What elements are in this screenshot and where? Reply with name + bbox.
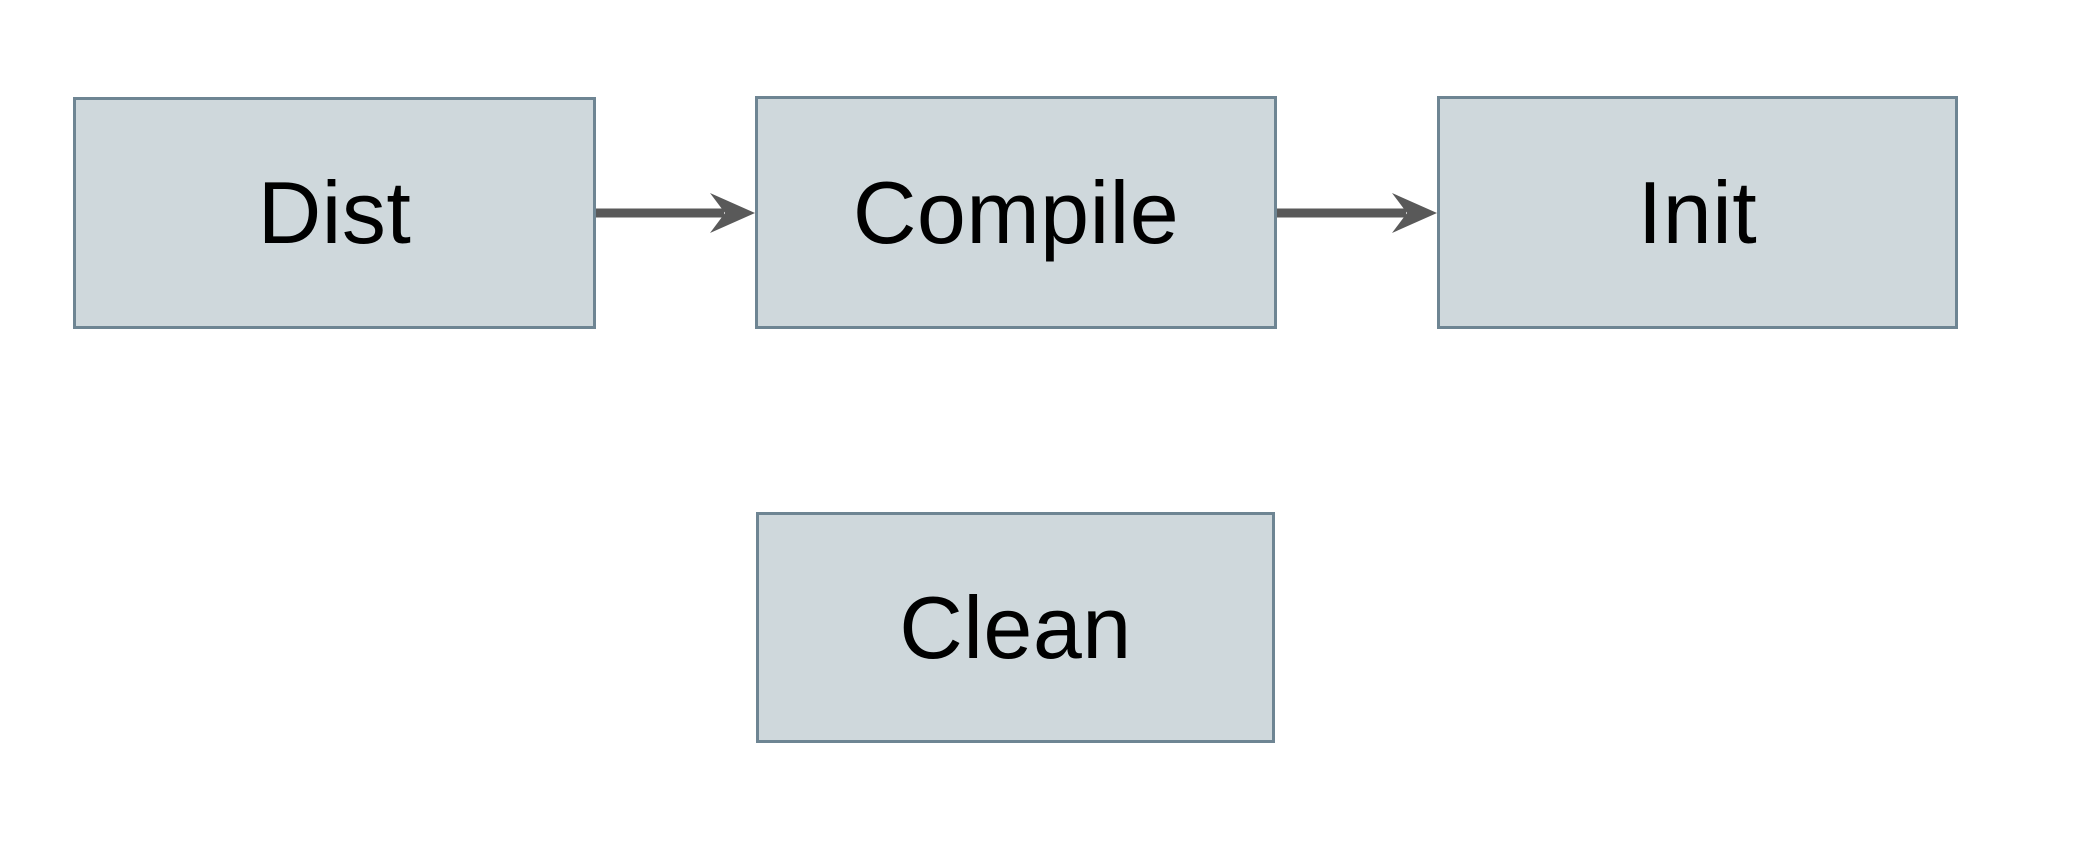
node-compile-label: Compile (852, 162, 1180, 262)
node-compile: Compile (755, 96, 1277, 329)
connector-compile-to-init-arrow-icon (1277, 193, 1437, 233)
node-init-label: Init (1637, 162, 1758, 262)
node-clean-label: Clean (899, 577, 1132, 677)
connector-dist-to-compile-arrow-icon (596, 193, 755, 233)
node-dist: Dist (73, 97, 596, 329)
node-init: Init (1437, 96, 1958, 329)
node-clean: Clean (756, 512, 1275, 743)
node-dist-label: Dist (257, 163, 412, 262)
